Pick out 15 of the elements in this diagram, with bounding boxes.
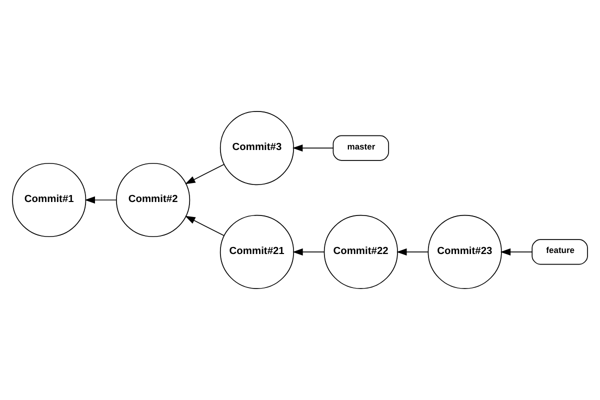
node-box: feature: [532, 239, 588, 265]
arrow: [185, 164, 224, 184]
node-circle: Commit#2: [116, 162, 190, 238]
arrow: [84, 196, 117, 204]
arrow: [292, 144, 334, 152]
arrow: [185, 216, 224, 236]
node-circle: Commit#21: [220, 214, 294, 290]
node-circle: Commit#1: [12, 162, 86, 238]
arrow: [500, 248, 532, 256]
node-circle: Commit#22: [324, 214, 398, 290]
arrow: [292, 248, 324, 256]
node-box: master: [332, 135, 390, 161]
node-circle: Commit#3: [220, 110, 294, 186]
node-circle: Commit#23: [428, 214, 502, 290]
arrow: [396, 248, 428, 256]
